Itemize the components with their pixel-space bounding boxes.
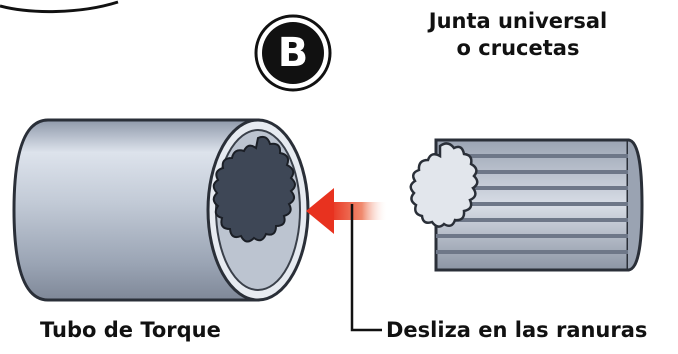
arrow-left-icon — [306, 188, 388, 234]
shaft-spline-face — [409, 142, 479, 228]
splined-bore — [212, 135, 296, 243]
universal-label-line1: Junta universal — [428, 9, 608, 33]
callout-line — [350, 204, 382, 332]
torque-tube — [12, 118, 310, 302]
speech-bubble-edge — [0, 0, 119, 14]
slides-label: Desliza en las ranuras — [386, 318, 648, 342]
splined-shaft — [409, 138, 644, 272]
universal-label-line2: o crucetas — [456, 36, 580, 60]
badge-letter: B — [277, 30, 309, 76]
torque-tube-label: Tubo de Torque — [40, 318, 221, 342]
badge-b — [254, 14, 332, 92]
universal-joint-label: Junta universal o crucetas — [412, 8, 624, 62]
